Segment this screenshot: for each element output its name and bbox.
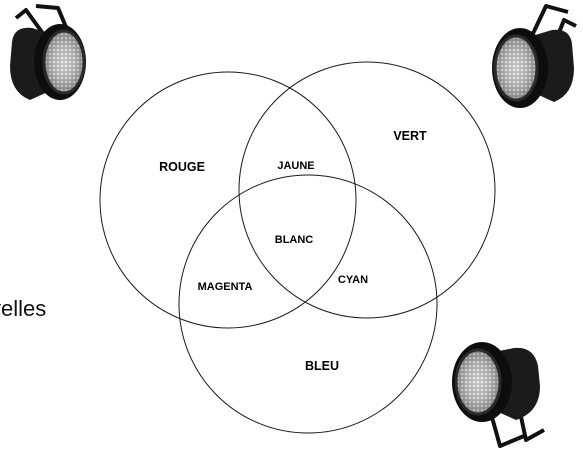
par-spotlight-icon bbox=[492, 6, 576, 108]
label-bleu: BLEU bbox=[305, 359, 339, 373]
label-rouge: ROUGE bbox=[159, 160, 205, 174]
label-jaune: JAUNE bbox=[277, 160, 314, 172]
par-spotlight-icon bbox=[452, 342, 544, 446]
label-magenta: MAGENTA bbox=[198, 281, 253, 293]
par-spotlight-icon bbox=[10, 6, 86, 100]
label-blanc: BLANC bbox=[275, 234, 314, 246]
label-cyan: CYAN bbox=[338, 274, 368, 286]
label-vert: VERT bbox=[393, 129, 427, 143]
cropped-side-text: velles bbox=[0, 296, 46, 322]
